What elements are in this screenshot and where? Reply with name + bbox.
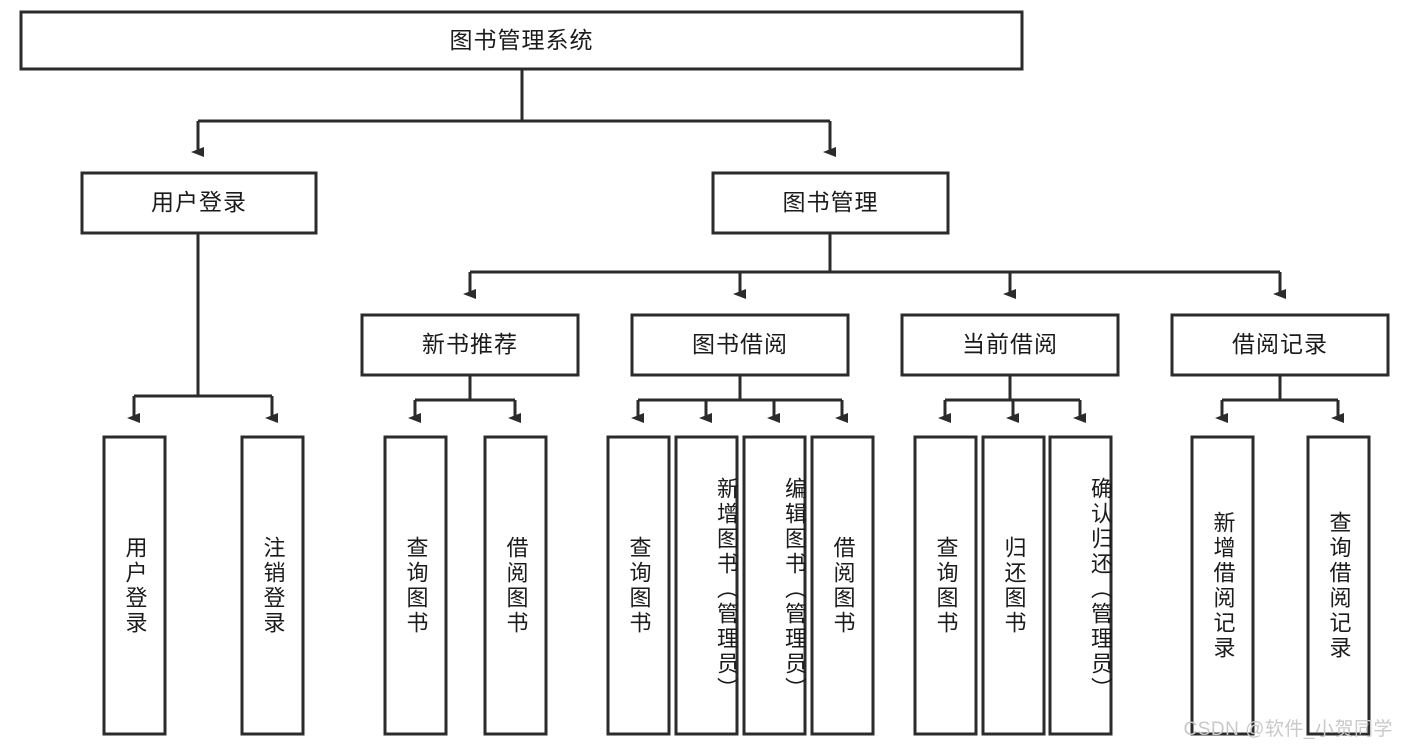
leaf-box-new-book-0[interactable] xyxy=(383,435,448,736)
leaf-box-book-borrow-1[interactable] xyxy=(674,435,739,736)
leaf-box-borrow-record-0[interactable] xyxy=(1190,435,1255,736)
node-book-borrow-box[interactable] xyxy=(630,313,850,377)
leaf-box-book-borrow-0[interactable] xyxy=(606,435,671,736)
node-new-book-recommend-box[interactable] xyxy=(360,313,580,377)
node-user-login-box[interactable] xyxy=(80,171,318,235)
leaf-box-user-login-1[interactable] xyxy=(240,435,305,736)
leaf-box-current-borrow-1[interactable] xyxy=(981,435,1046,736)
leaf-box-user-login-0[interactable] xyxy=(102,435,167,736)
leaf-box-book-borrow-2[interactable] xyxy=(742,435,807,736)
node-current-borrow-box[interactable] xyxy=(900,313,1120,377)
leaf-box-book-borrow-3[interactable] xyxy=(810,435,875,736)
leaf-box-current-borrow-2[interactable] xyxy=(1048,435,1113,736)
node-root-box[interactable] xyxy=(19,10,1024,71)
node-book-manage-box[interactable] xyxy=(711,171,950,235)
node-borrow-record-box[interactable] xyxy=(1170,313,1390,377)
leaf-box-new-book-1[interactable] xyxy=(483,435,548,736)
leaf-box-borrow-record-1[interactable] xyxy=(1306,435,1371,736)
leaf-box-current-borrow-0[interactable] xyxy=(913,435,978,736)
